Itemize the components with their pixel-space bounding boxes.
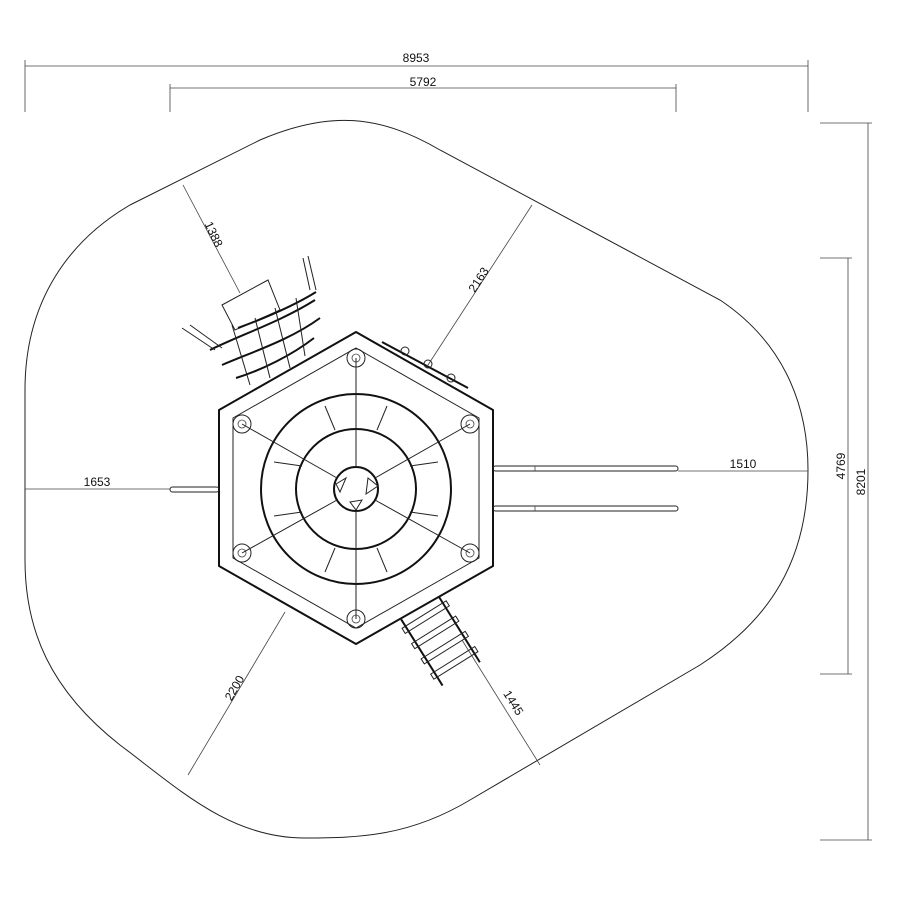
label-clearance-left: 1653 <box>84 475 111 489</box>
dimension-clearance-upper-left: 1388 <box>182 184 241 294</box>
corner-post-lower-right <box>460 543 480 563</box>
bars-right <box>492 465 679 512</box>
dimension-clearance-upper-right: 2163 <box>427 204 533 366</box>
label-clearance-lower-right: 1445 <box>500 688 526 718</box>
spider-web-net <box>241 358 471 619</box>
corner-post-upper-left <box>232 414 252 434</box>
dimension-inner-height: 4769 <box>820 257 852 675</box>
label-clearance-lower-left: 2200 <box>222 673 248 703</box>
corner-post-upper-right <box>460 414 480 434</box>
label-overall-width: 8953 <box>403 51 430 65</box>
dimension-clearance-lower-left: 2200 <box>187 611 286 776</box>
dimension-inner-width: 5792 <box>169 75 677 112</box>
label-clearance-upper-left: 1388 <box>202 219 226 249</box>
dimension-overall-width: 8953 <box>24 51 809 112</box>
dimension-overall-height: 8201 <box>820 122 872 841</box>
dimension-clearance-left: 1653 <box>25 475 170 490</box>
dimension-clearance-lower-right: 1445 <box>461 639 541 766</box>
pole-left <box>169 486 220 493</box>
ladder-lower-right <box>400 595 481 687</box>
label-clearance-upper-right: 2163 <box>466 265 492 295</box>
safety-zone-outline <box>24 119 809 839</box>
corner-post-lower-left <box>232 543 252 563</box>
label-inner-height: 4769 <box>834 452 848 479</box>
climbing-net-upper-left <box>181 255 321 386</box>
label-inner-width: 5792 <box>410 75 437 89</box>
railing-upper-right <box>381 341 469 389</box>
label-overall-height: 8201 <box>854 468 868 495</box>
dimension-clearance-right: 1510 <box>678 457 808 472</box>
label-clearance-right: 1510 <box>730 457 757 471</box>
